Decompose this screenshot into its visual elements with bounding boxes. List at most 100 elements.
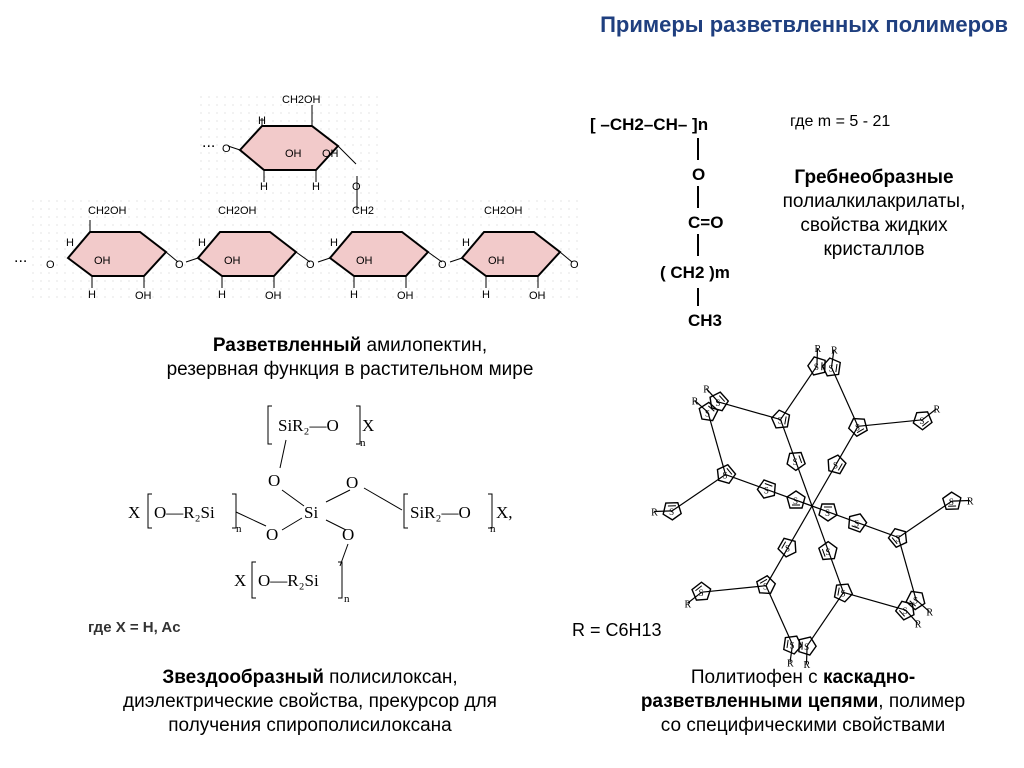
sulfur-atom: S bbox=[793, 457, 798, 467]
thiophene-ring bbox=[755, 574, 777, 595]
comb-formula-top: [ –CH2–CH– ]n bbox=[590, 115, 708, 134]
svg-text:O: O bbox=[346, 473, 358, 492]
sulfur-atom: S bbox=[705, 408, 710, 418]
caption-bold: Звездообразный bbox=[162, 667, 324, 688]
label-o: O bbox=[175, 259, 184, 271]
sulfur-atom: S bbox=[814, 362, 819, 372]
svg-text:O: O bbox=[266, 525, 278, 544]
thiophene-ring bbox=[894, 600, 915, 621]
r-group: R bbox=[934, 405, 941, 416]
svg-text:O—R₂Si: O—R₂Si bbox=[154, 503, 215, 522]
svg-text:X: X bbox=[128, 503, 140, 522]
label-h: H bbox=[88, 289, 96, 301]
svg-text:Si: Si bbox=[304, 503, 318, 522]
caption-text: амилопектин, bbox=[361, 335, 488, 356]
thiophene-ring bbox=[818, 503, 838, 522]
svg-text:X,: X, bbox=[496, 503, 513, 522]
label-o: O bbox=[222, 143, 231, 155]
sulfur-atom: S bbox=[778, 416, 783, 426]
thiophene-ring bbox=[941, 491, 962, 511]
glucose-ring-top bbox=[227, 105, 358, 210]
caption-bold: Разветвленный bbox=[212, 335, 362, 356]
svg-text:SiR₂—O: SiR₂—O bbox=[410, 503, 471, 522]
sulfur-atom: S bbox=[895, 533, 900, 543]
star-caption: Звездообразный полисилоксан, диэлектриче… bbox=[60, 666, 560, 738]
label-oh: OH bbox=[285, 148, 302, 160]
label-oh: OH bbox=[322, 148, 339, 160]
sulfur-atom: S bbox=[793, 496, 798, 506]
r-group: R bbox=[703, 385, 710, 396]
svg-text:SiR₂—O: SiR₂—O bbox=[278, 416, 339, 435]
caption-text: , полимер bbox=[878, 691, 966, 712]
label-h: H bbox=[482, 289, 490, 301]
caption-text: полиалкилакрилаты, bbox=[782, 191, 966, 212]
svg-text:O—R₂Si: O—R₂Si bbox=[258, 571, 319, 590]
label-ch2oh: CH2OH bbox=[218, 205, 257, 217]
thiophene-ring bbox=[662, 501, 683, 521]
thiophene-ring bbox=[691, 581, 712, 601]
caption-text: полисилоксан, bbox=[323, 667, 458, 688]
label-ch2oh: CH2OH bbox=[282, 94, 321, 106]
svg-text:X: X bbox=[362, 416, 374, 435]
label-oh: OH bbox=[224, 255, 241, 267]
sulfur-atom: S bbox=[669, 507, 674, 517]
comb-formula-o: O bbox=[692, 165, 705, 184]
label-h: H bbox=[462, 237, 470, 249]
label-oh: OH bbox=[356, 255, 373, 267]
r-group: R bbox=[831, 346, 838, 357]
label-o: O bbox=[306, 259, 315, 271]
glucose-ring-3 bbox=[317, 231, 443, 288]
thiophene-ring bbox=[716, 463, 737, 485]
label-o: O bbox=[438, 259, 447, 271]
sulfur-atom: S bbox=[903, 606, 908, 616]
r-group: R bbox=[692, 396, 699, 407]
thiophene-ring bbox=[912, 411, 933, 431]
label-oh: OH bbox=[265, 290, 282, 302]
thiophene-ring bbox=[818, 540, 838, 561]
sulfur-atom: S bbox=[763, 582, 768, 592]
r-formula: R = C6H13 bbox=[572, 620, 662, 640]
thiophene-ring bbox=[782, 635, 803, 655]
label-h: H bbox=[218, 289, 226, 301]
thiophene-ring bbox=[847, 513, 868, 533]
dendrimer-caption: Политиофен с каскадно- разветвленными це… bbox=[588, 666, 1018, 738]
svg-text:n: n bbox=[490, 523, 496, 535]
thiophene-ring bbox=[756, 479, 777, 499]
comb-formula-co: C=O bbox=[688, 213, 723, 232]
sulfur-atom: S bbox=[854, 518, 859, 528]
svg-text:O: O bbox=[268, 471, 280, 490]
r-group: R bbox=[926, 608, 933, 619]
label-h: H bbox=[258, 115, 266, 127]
svg-text:n: n bbox=[344, 593, 350, 605]
amylopectin-caption: Разветвленный амилопектин, резервная фун… bbox=[90, 334, 610, 382]
thiophene-ring bbox=[786, 490, 806, 509]
label-h: H bbox=[350, 289, 358, 301]
svg-text:n: n bbox=[236, 523, 242, 535]
svg-text:X: X bbox=[234, 571, 246, 590]
sulfur-atom: S bbox=[715, 398, 720, 408]
sulfur-atom: S bbox=[949, 497, 954, 507]
label-oh: OH bbox=[488, 255, 505, 267]
svg-text:n: n bbox=[360, 437, 366, 449]
sulfur-atom: S bbox=[764, 486, 769, 496]
caption-text: кристаллов bbox=[823, 239, 925, 260]
glucose-ring-1 bbox=[66, 220, 179, 288]
comb-caption: Гребнеобразные полиалкилакрилаты, свойст… bbox=[754, 166, 994, 262]
page-title: Примеры разветвленных полимеров bbox=[600, 12, 1008, 37]
comb-formula-ch3: CH3 bbox=[688, 311, 722, 330]
r-group: R bbox=[787, 658, 794, 669]
caption-text: Политиофен с bbox=[690, 667, 823, 688]
caption-text: со специфическими свойствами bbox=[660, 715, 946, 736]
star-where: где X = H, Ac bbox=[88, 619, 181, 636]
sulfur-atom: S bbox=[913, 596, 918, 606]
glucose-ring-2 bbox=[185, 231, 311, 288]
label-o: O bbox=[570, 259, 579, 271]
comb-where: где m = 5 - 21 bbox=[790, 113, 890, 130]
r-group: R bbox=[915, 619, 922, 630]
sulfur-atom: S bbox=[825, 508, 830, 518]
r-group: R bbox=[815, 344, 822, 355]
label-h: H bbox=[330, 237, 338, 249]
sulfur-atom: S bbox=[919, 416, 924, 426]
